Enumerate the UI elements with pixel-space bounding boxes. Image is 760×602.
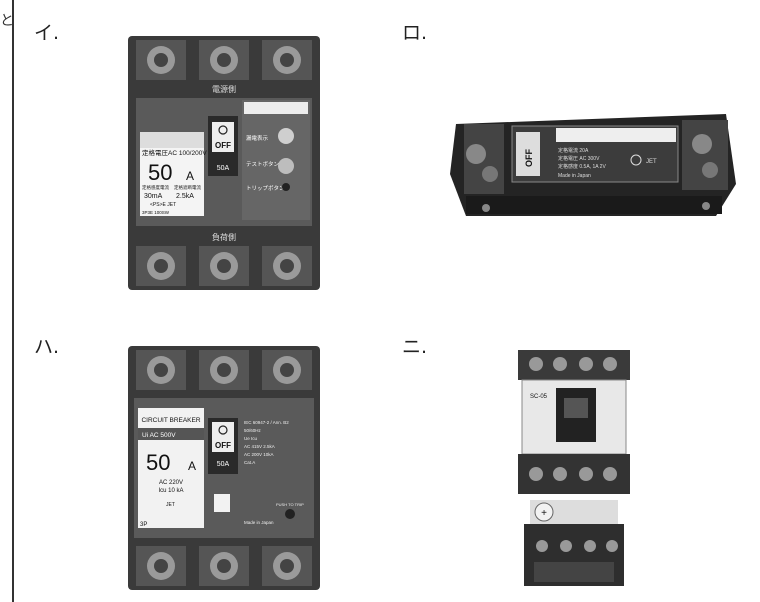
sensitivity-header: 定格感度電流	[142, 184, 169, 191]
ui-rating: Ui AC 500V	[142, 432, 176, 439]
top-terminals	[136, 40, 312, 80]
icu-rating: Icu 10 kA	[158, 488, 183, 494]
jet-mark: JET	[646, 159, 657, 165]
spec-row-2: AC 200V 10kA	[244, 452, 274, 457]
load-side-label: 負荷側	[212, 232, 236, 242]
spec-line-1: 定格電流 20A	[558, 147, 589, 154]
ac-rating: AC 220V	[159, 480, 183, 486]
leak-indicator-label: 漏電表示	[246, 134, 269, 142]
svg-text:+: +	[541, 508, 547, 519]
spec-table-header: Ue Icu	[244, 436, 258, 441]
choice-label-ni: ニ.	[402, 336, 428, 358]
circuit-breaker-title: CIRCUIT BREAKER	[141, 417, 200, 424]
trip-button	[285, 509, 295, 519]
rated-current-value: 50	[146, 450, 170, 475]
left-margin-rule	[12, 0, 14, 602]
standard-text: IEC 60947-2 / Ann. B2	[244, 420, 289, 425]
model-label: SC-05	[530, 394, 548, 400]
top-terminals	[136, 350, 312, 390]
test-button	[278, 158, 294, 174]
bottom-terminals	[136, 246, 312, 286]
made-in-label: Made in Japan	[558, 173, 591, 179]
earth-leakage-breaker-photo: 電源側 定格電圧AC 100/200V 50 A 定格感度電流 定格遮断電流 3…	[128, 36, 320, 290]
spec-line-3: 定格感度 0.5A, 1A 2V	[558, 163, 606, 170]
model-text: 3P3E 100SW	[142, 210, 170, 215]
breaking-header: 定格遮断電流	[174, 184, 201, 191]
rated-current-value: 50	[148, 160, 172, 185]
poles-label: 3P	[140, 522, 147, 528]
toggle-amp-label: 50A	[217, 461, 230, 468]
spec-line-2: 定格電圧 AC 300V	[558, 155, 600, 162]
made-in-label: Made in Japan	[244, 520, 274, 525]
choice-label-i: イ.	[34, 22, 60, 44]
pse-mark: <PS>E JET	[150, 202, 176, 208]
trip-button-label: トリップボタン	[246, 184, 285, 192]
choice-label-ha: ハ.	[34, 336, 60, 358]
push-to-trip-label: PUSH TO TRIP	[276, 502, 304, 507]
toggle-off-label: OFF	[524, 149, 534, 167]
toggle-amp-label: 50A	[217, 165, 230, 172]
compact-breaker-photo: OFF 定格電流 20A 定格電圧 AC 300V 定格感度 0.5A, 1A …	[450, 114, 736, 216]
molded-case-breaker-photo: CIRCUIT BREAKER Ui AC 500V 50 A AC 220V …	[128, 346, 320, 590]
bottom-terminals	[136, 546, 312, 586]
margin-character: と	[0, 13, 14, 29]
category-text: Cat.A	[244, 460, 255, 465]
jet-mark: JET	[166, 502, 175, 508]
test-button-label: テストボタン	[246, 160, 280, 168]
toggle-off-label: OFF	[215, 141, 231, 150]
sensitivity-value: 30mA	[144, 193, 163, 200]
frequency-text: 50/60Hz	[244, 428, 262, 433]
rated-voltage-text: 定格電圧AC 100/200V	[142, 148, 207, 157]
spec-row-1: AC 415V 2.5kA	[244, 444, 275, 449]
rated-current-unit: A	[188, 459, 196, 473]
toggle-off-label: OFF	[215, 441, 231, 450]
rated-current-unit: A	[186, 169, 194, 183]
choice-label-ro: ロ.	[402, 22, 428, 44]
magnetic-contactor-photo: SC-05 +	[518, 350, 630, 586]
breaking-value: 2.5kA	[176, 193, 194, 200]
line-side-label: 電源側	[212, 84, 236, 94]
